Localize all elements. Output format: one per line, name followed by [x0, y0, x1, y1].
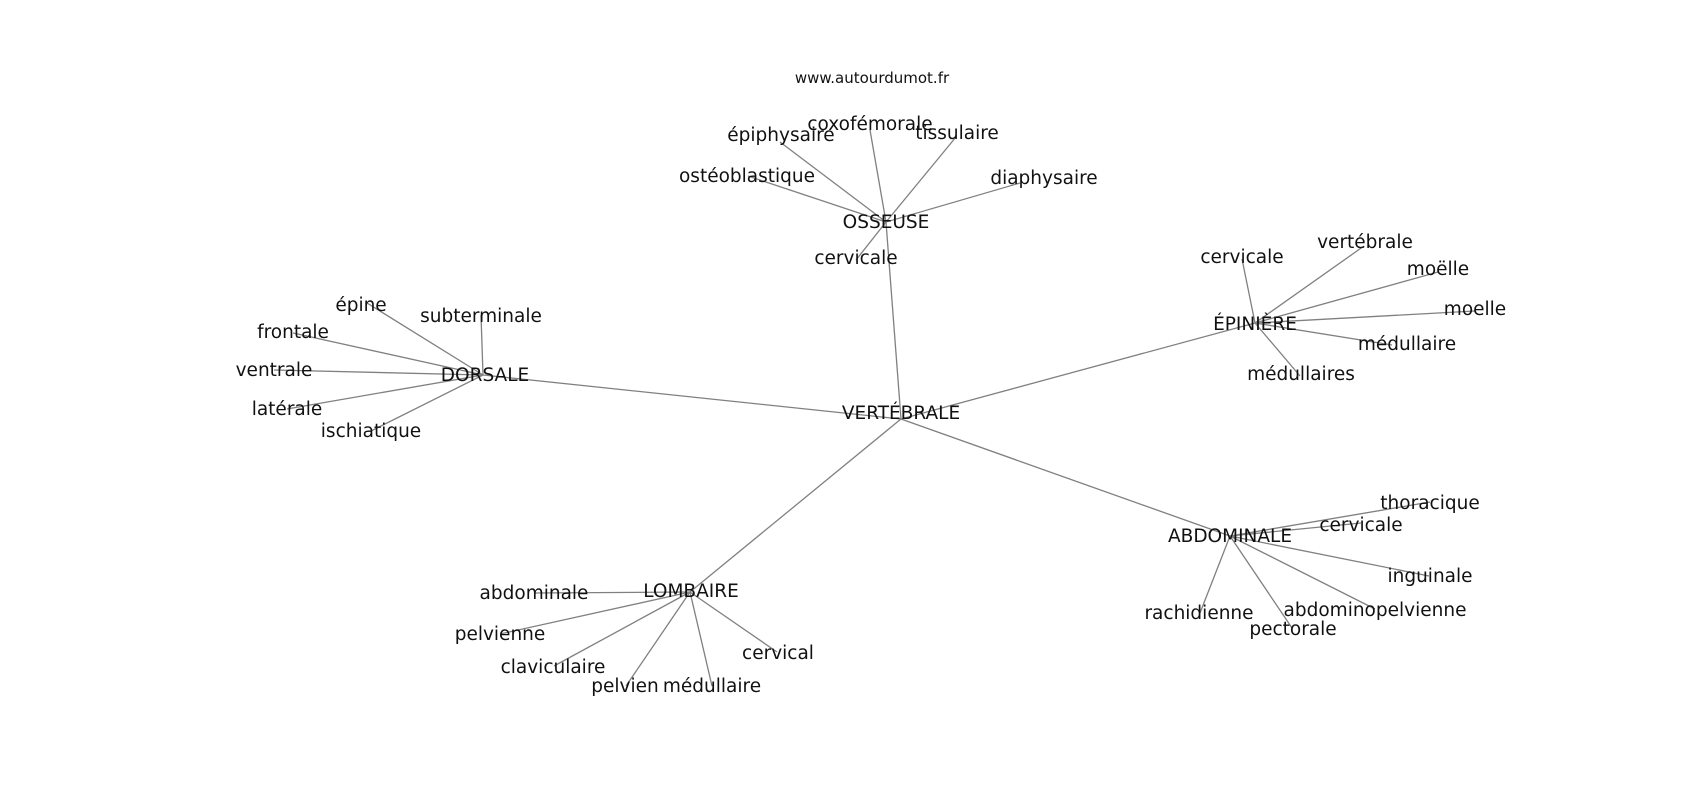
edge-lombaire-word — [689, 591, 778, 653]
word-label[interactable]: épiphysaire — [727, 125, 834, 146]
word-label[interactable]: latérale — [252, 399, 323, 420]
labels-layer: www.autourdumot.fr VERTÉBRALE coxofémoral… — [236, 69, 1507, 697]
edge-osseuse-word — [885, 136, 957, 223]
edge-epiniere-word — [1254, 310, 1476, 324]
word-label[interactable]: cervicale — [1200, 247, 1283, 268]
word-label[interactable]: subterminale — [420, 306, 542, 327]
site-watermark[interactable]: www.autourdumot.fr — [795, 69, 950, 87]
edge-epiniere-word — [1254, 271, 1439, 324]
edge-lombaire-word — [625, 591, 691, 687]
word-label[interactable]: moëlle — [1407, 259, 1469, 280]
hub-label-abdominale[interactable]: ABDOMINALE — [1168, 526, 1292, 547]
hub-label-lombaire[interactable]: LOMBAIRE — [643, 581, 739, 602]
edge-center-lombaire — [689, 418, 902, 593]
word-label[interactable]: cervical — [742, 643, 814, 664]
word-label[interactable]: épine — [335, 295, 386, 316]
edge-lombaire-word — [553, 591, 691, 667]
word-label[interactable]: médullaire — [1358, 334, 1456, 355]
word-label[interactable]: abdominopelvienne — [1284, 600, 1467, 621]
word-label[interactable]: ostéoblastique — [679, 166, 815, 187]
hub-label-osseuse[interactable]: OSSEUSE — [843, 212, 930, 233]
word-label[interactable]: frontale — [257, 322, 329, 343]
word-label[interactable]: médullaire — [663, 676, 761, 697]
edge-abdominale-word — [1229, 535, 1430, 577]
edge-dorsale-word — [370, 374, 484, 432]
word-label[interactable]: cervicale — [814, 248, 897, 269]
edges-layer — [273, 129, 1476, 687]
edge-osseuse-word — [885, 182, 1021, 223]
word-label[interactable]: pelvienne — [455, 624, 546, 645]
hub-label-epiniere[interactable]: ÉPINIÈRE — [1213, 313, 1297, 335]
edge-dorsale-word — [292, 332, 484, 376]
edge-abdominale-word — [1229, 535, 1293, 629]
word-label[interactable]: vertébrale — [1317, 232, 1413, 253]
word-label[interactable]: pelvien — [591, 676, 658, 697]
edge-dorsale-word — [366, 302, 484, 376]
edge-osseuse-word — [855, 221, 887, 261]
edge-center-osseuse — [885, 221, 902, 420]
edge-osseuse-word — [869, 129, 887, 223]
edge-center-dorsale — [482, 374, 902, 420]
word-label[interactable]: coxofémorale — [807, 114, 932, 135]
word-label[interactable]: pectorale — [1249, 619, 1336, 640]
edge-abdominale-word — [1229, 535, 1376, 610]
edge-abdominale-word — [1229, 501, 1431, 537]
hub-label-dorsale[interactable]: DORSALE — [441, 365, 529, 386]
edge-dorsale-word — [286, 374, 484, 410]
center-word-label[interactable]: VERTÉBRALE — [842, 402, 960, 424]
word-label[interactable]: claviculaire — [501, 657, 606, 678]
edge-epiniere-word — [1241, 258, 1256, 324]
word-label[interactable]: ventrale — [236, 360, 313, 381]
edge-dorsale-word — [480, 314, 484, 376]
edge-epiniere-word — [1254, 322, 1393, 346]
edge-lombaire-word — [533, 591, 691, 594]
word-label[interactable]: cervicale — [1319, 515, 1402, 536]
word-label[interactable]: moelle — [1444, 299, 1506, 320]
edge-center-epiniere — [900, 322, 1256, 420]
edge-lombaire-word — [499, 591, 691, 635]
edge-abdominale-word — [1199, 535, 1231, 614]
edge-epiniere-word — [1254, 322, 1301, 377]
word-label[interactable]: inguinale — [1387, 566, 1472, 587]
edge-lombaire-word — [689, 591, 713, 687]
edge-abdominale-word — [1229, 522, 1362, 537]
edge-osseuse-word — [779, 141, 887, 223]
word-label[interactable]: rachidienne — [1144, 603, 1253, 624]
word-label[interactable]: médullaires — [1247, 364, 1355, 385]
edge-dorsale-word — [273, 369, 484, 376]
word-label[interactable]: ischiatique — [321, 421, 421, 442]
edge-osseuse-word — [747, 175, 887, 223]
word-label[interactable]: thoracique — [1380, 493, 1479, 514]
word-label[interactable]: tissulaire — [915, 123, 999, 144]
edge-center-abdominale — [900, 418, 1231, 537]
edge-epiniere-word — [1254, 245, 1365, 324]
word-label[interactable]: abdominale — [480, 583, 589, 604]
word-label[interactable]: diaphysaire — [990, 168, 1097, 189]
